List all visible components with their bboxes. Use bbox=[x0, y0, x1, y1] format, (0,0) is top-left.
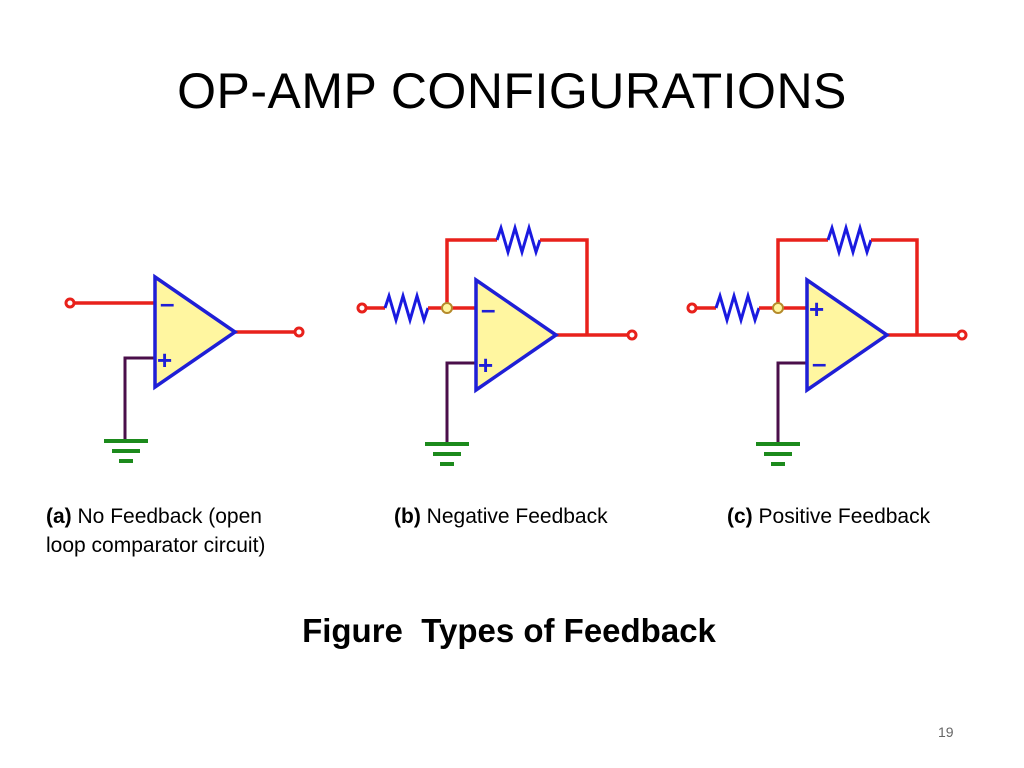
caption-c-label: Positive Feedback bbox=[758, 505, 931, 528]
circuit-c-minus-sign: – bbox=[812, 348, 826, 378]
circuit-c-input-resistor bbox=[714, 290, 761, 326]
caption-b-label: Negative Feedback bbox=[426, 505, 608, 528]
circuit-a-input-terminal bbox=[64, 297, 76, 309]
circuit-c-feedback-wire-right bbox=[871, 238, 919, 335]
caption-a: (a) No Feedback (open loop comparator ci… bbox=[46, 502, 336, 560]
circuit-c-ground-wire bbox=[776, 361, 807, 443]
circuit-b-feedback-wire-left bbox=[445, 238, 497, 308]
circuit-c-junction bbox=[772, 302, 784, 314]
circuit-b-feedback-resistor bbox=[495, 222, 542, 258]
circuit-a-output-terminal bbox=[293, 326, 305, 338]
circuit-b-ground-wire bbox=[445, 361, 476, 443]
circuit-a-opamp bbox=[153, 273, 239, 391]
circuit-a-ground-wire bbox=[123, 356, 155, 440]
circuit-c-opamp bbox=[805, 276, 891, 394]
figure-caption: Figure Types of Feedback bbox=[302, 612, 716, 649]
caption-b: (b) Negative Feedback bbox=[394, 502, 694, 531]
circuit-a-ground-icon bbox=[104, 439, 148, 463]
circuit-a-no-feedback: – + bbox=[64, 273, 305, 463]
caption-b-tag: (b) bbox=[394, 505, 421, 528]
circuit-b-ground-icon bbox=[425, 442, 469, 466]
circuit-b-input-terminal bbox=[356, 302, 368, 314]
circuit-a-plus-sign: + bbox=[157, 345, 172, 375]
circuit-b-junction bbox=[441, 302, 453, 314]
circuit-b-output-terminal bbox=[626, 329, 638, 341]
circuit-c-input-terminal bbox=[686, 302, 698, 314]
circuit-b-opamp bbox=[474, 276, 560, 394]
circuit-c-feedback-wire-left bbox=[776, 238, 828, 308]
circuit-b-minus-sign: – bbox=[481, 294, 495, 324]
caption-a-label: No Feedback (open bbox=[77, 505, 262, 528]
caption-a-tag: (a) bbox=[46, 505, 72, 528]
caption-c: (c) Positive Feedback bbox=[727, 502, 1017, 531]
circuit-b-plus-sign: + bbox=[478, 350, 493, 380]
circuit-b-feedback-wire-right bbox=[540, 238, 589, 335]
caption-a-label-line2: loop comparator circuit) bbox=[46, 534, 266, 557]
page-number: 19 bbox=[938, 724, 954, 740]
circuit-b-input-resistor bbox=[383, 290, 430, 326]
circuit-c-plus-sign: + bbox=[809, 294, 824, 324]
caption-c-tag: (c) bbox=[727, 505, 753, 528]
circuit-c-positive-feedback: + – bbox=[686, 222, 968, 466]
circuit-b-negative-feedback: – + bbox=[356, 222, 638, 466]
circuit-c-ground-icon bbox=[756, 442, 800, 466]
circuit-c-output-terminal bbox=[956, 329, 968, 341]
circuit-c-feedback-resistor bbox=[826, 222, 873, 258]
slide-title: OP-AMP CONFIGURATIONS bbox=[177, 63, 847, 119]
circuit-a-minus-sign: – bbox=[160, 288, 174, 318]
